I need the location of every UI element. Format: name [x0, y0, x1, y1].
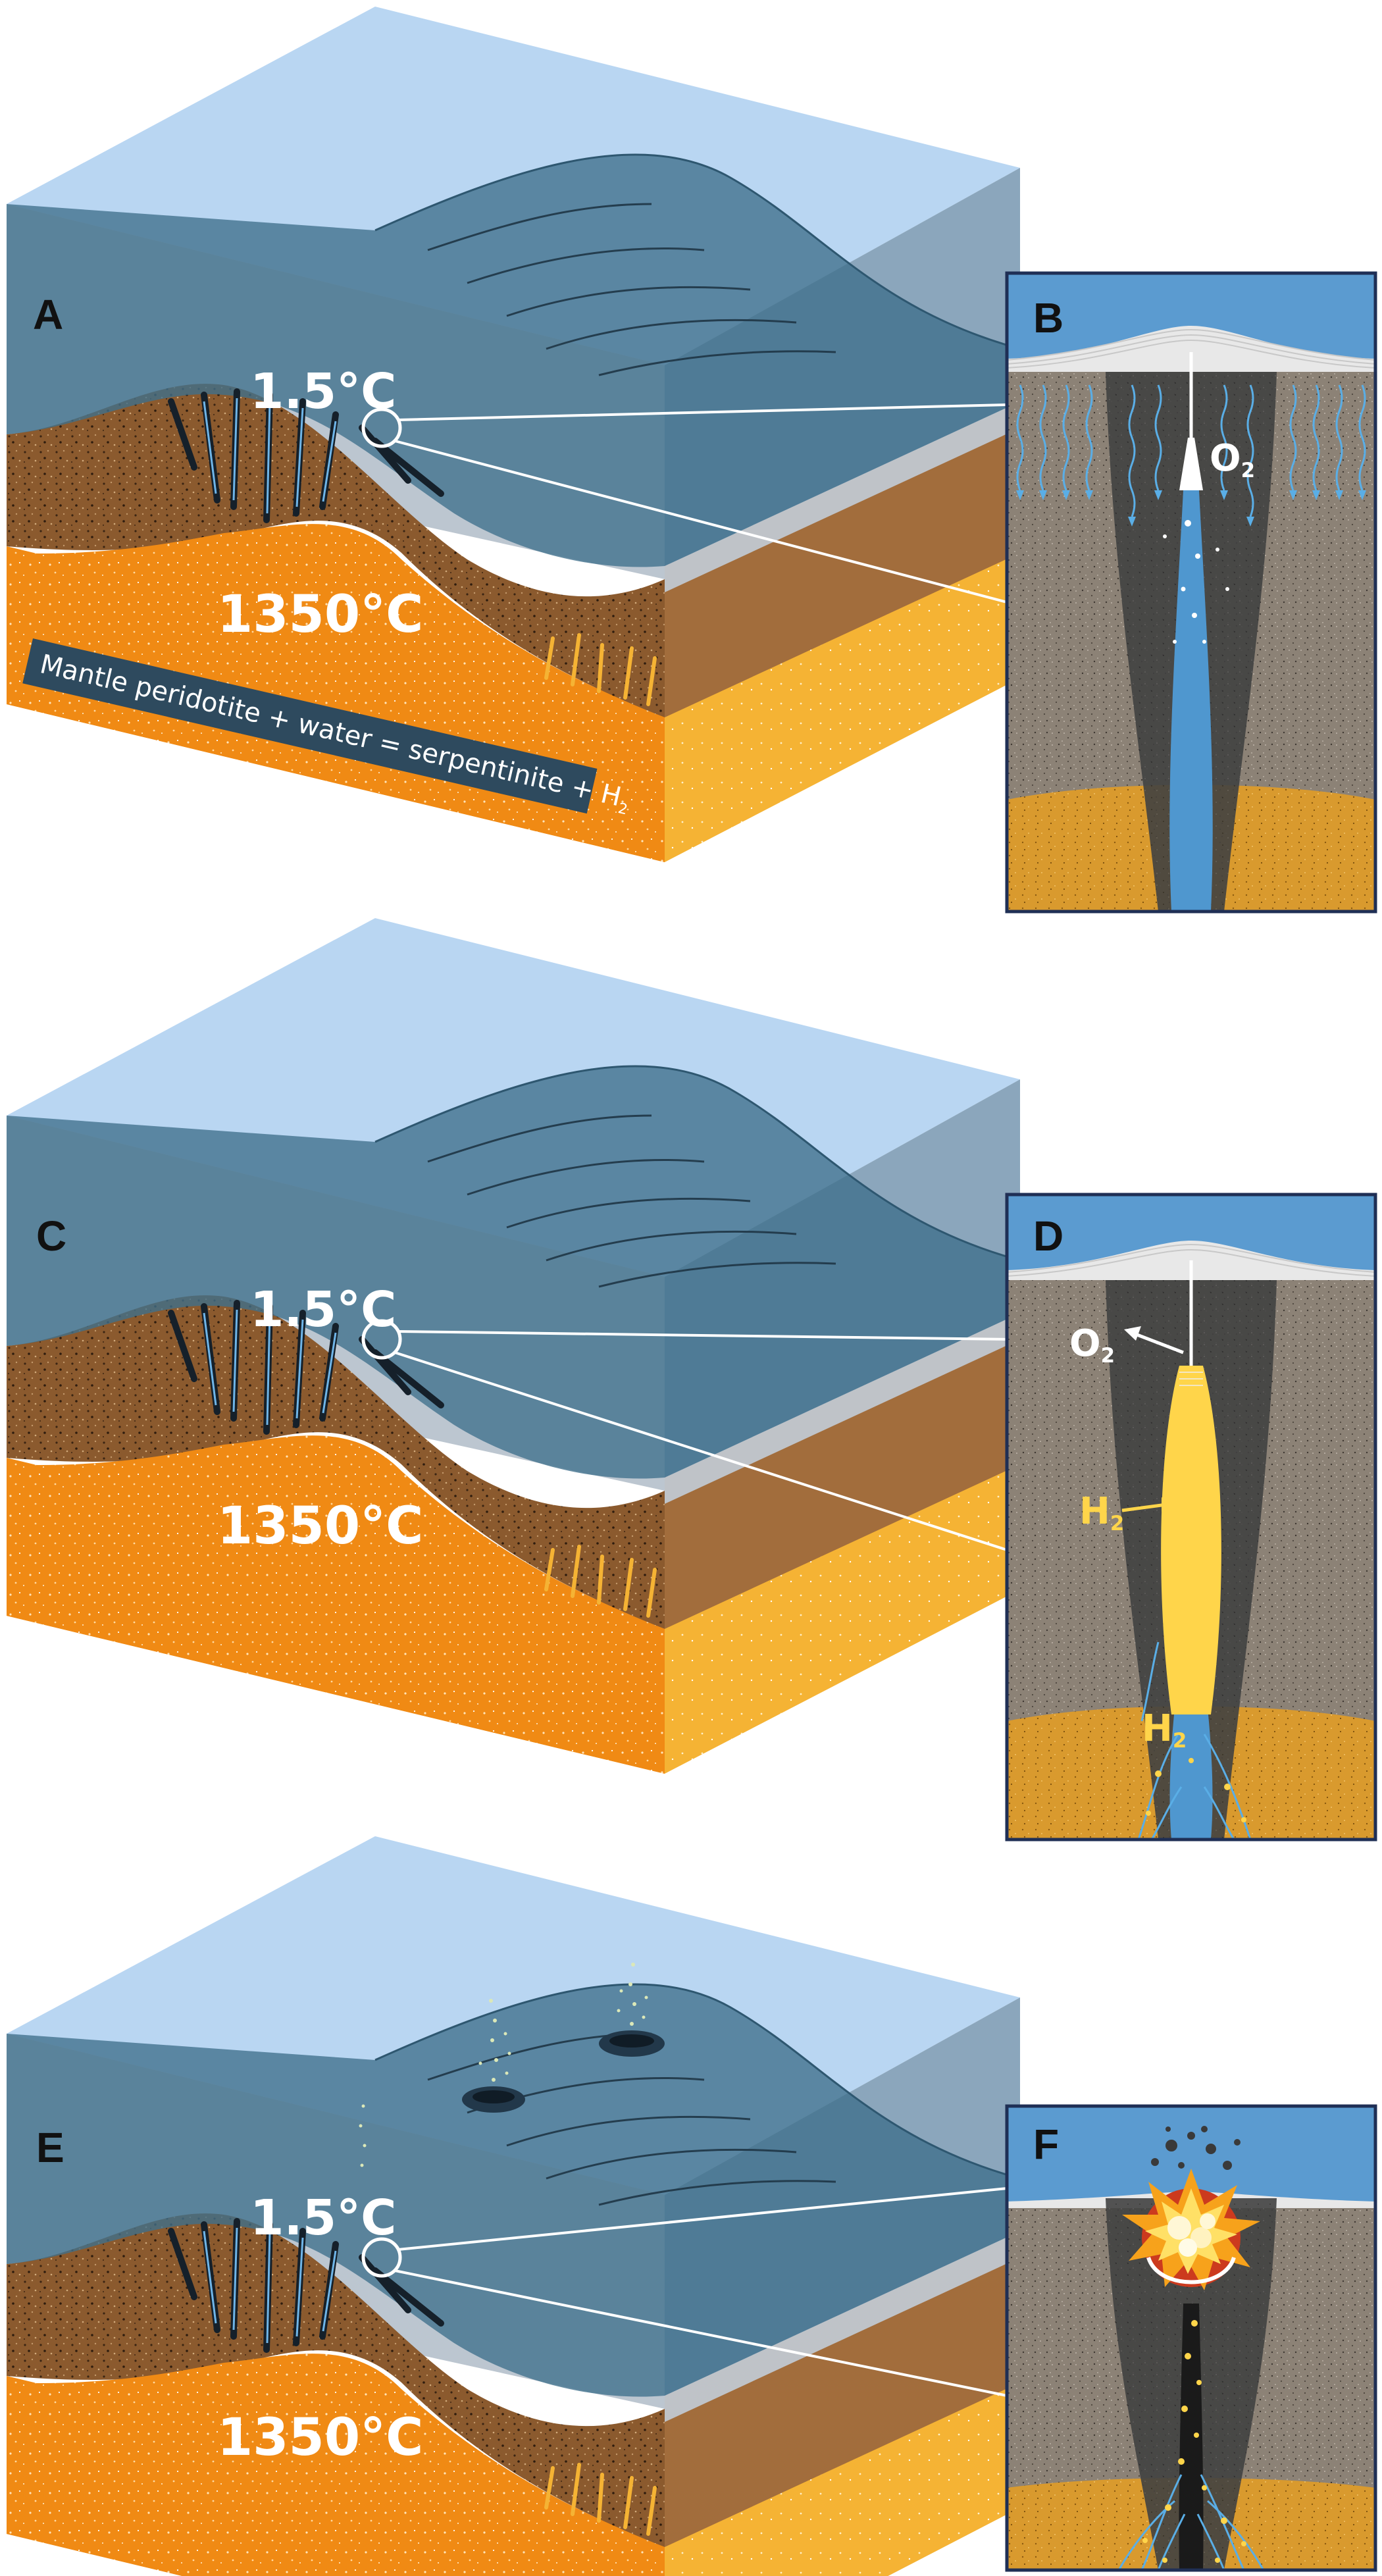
mantle-temperature-label: 1350°C — [217, 2408, 423, 2467]
pockmark-crater-icon — [462, 2030, 665, 2113]
panel-e: E 1.5°C 1350°C — [7, 1836, 1020, 2576]
panel-letter-d: D — [1033, 1212, 1063, 1260]
surface-temperature-label: 1.5°C — [250, 1281, 396, 1338]
panel-d: O2 H2 H2 D — [1005, 1193, 1377, 1842]
panel-b: O2 B — [1005, 271, 1377, 914]
panel-letter-f: F — [1033, 2121, 1059, 2168]
panel-f: F — [1005, 2104, 1377, 2572]
mantle-temperature-label: 1350°C — [217, 585, 423, 644]
oxygen-label: O2 — [1210, 437, 1255, 482]
hydrogen-label-upper: H2 — [1079, 1490, 1124, 1535]
arrow-icon — [1131, 1331, 1184, 1354]
panel-letter-a: A — [33, 291, 63, 338]
oxygen-label: O2 — [1069, 1322, 1115, 1368]
panel-letter-c: C — [36, 1212, 66, 1260]
hydrogen-label-lower: H2 — [1142, 1707, 1187, 1753]
mantle-temperature-label: 1350°C — [217, 1497, 423, 1556]
panel-letter-e: E — [36, 2124, 64, 2171]
bubble-stream-icon — [359, 1963, 648, 2167]
surface-temperature-label: 1.5°C — [250, 2190, 396, 2246]
explosion-icon — [1122, 2169, 1260, 2290]
panel-letter-b: B — [1033, 294, 1063, 342]
panel-c: C 1.5°C 1350°C — [7, 918, 1020, 1774]
equation-box — [22, 638, 598, 814]
surface-temperature-label: 1.5°C — [250, 363, 396, 420]
panel-a: A 1.5°C 1350°C Mantle peridotite + water… — [7, 7, 1020, 862]
